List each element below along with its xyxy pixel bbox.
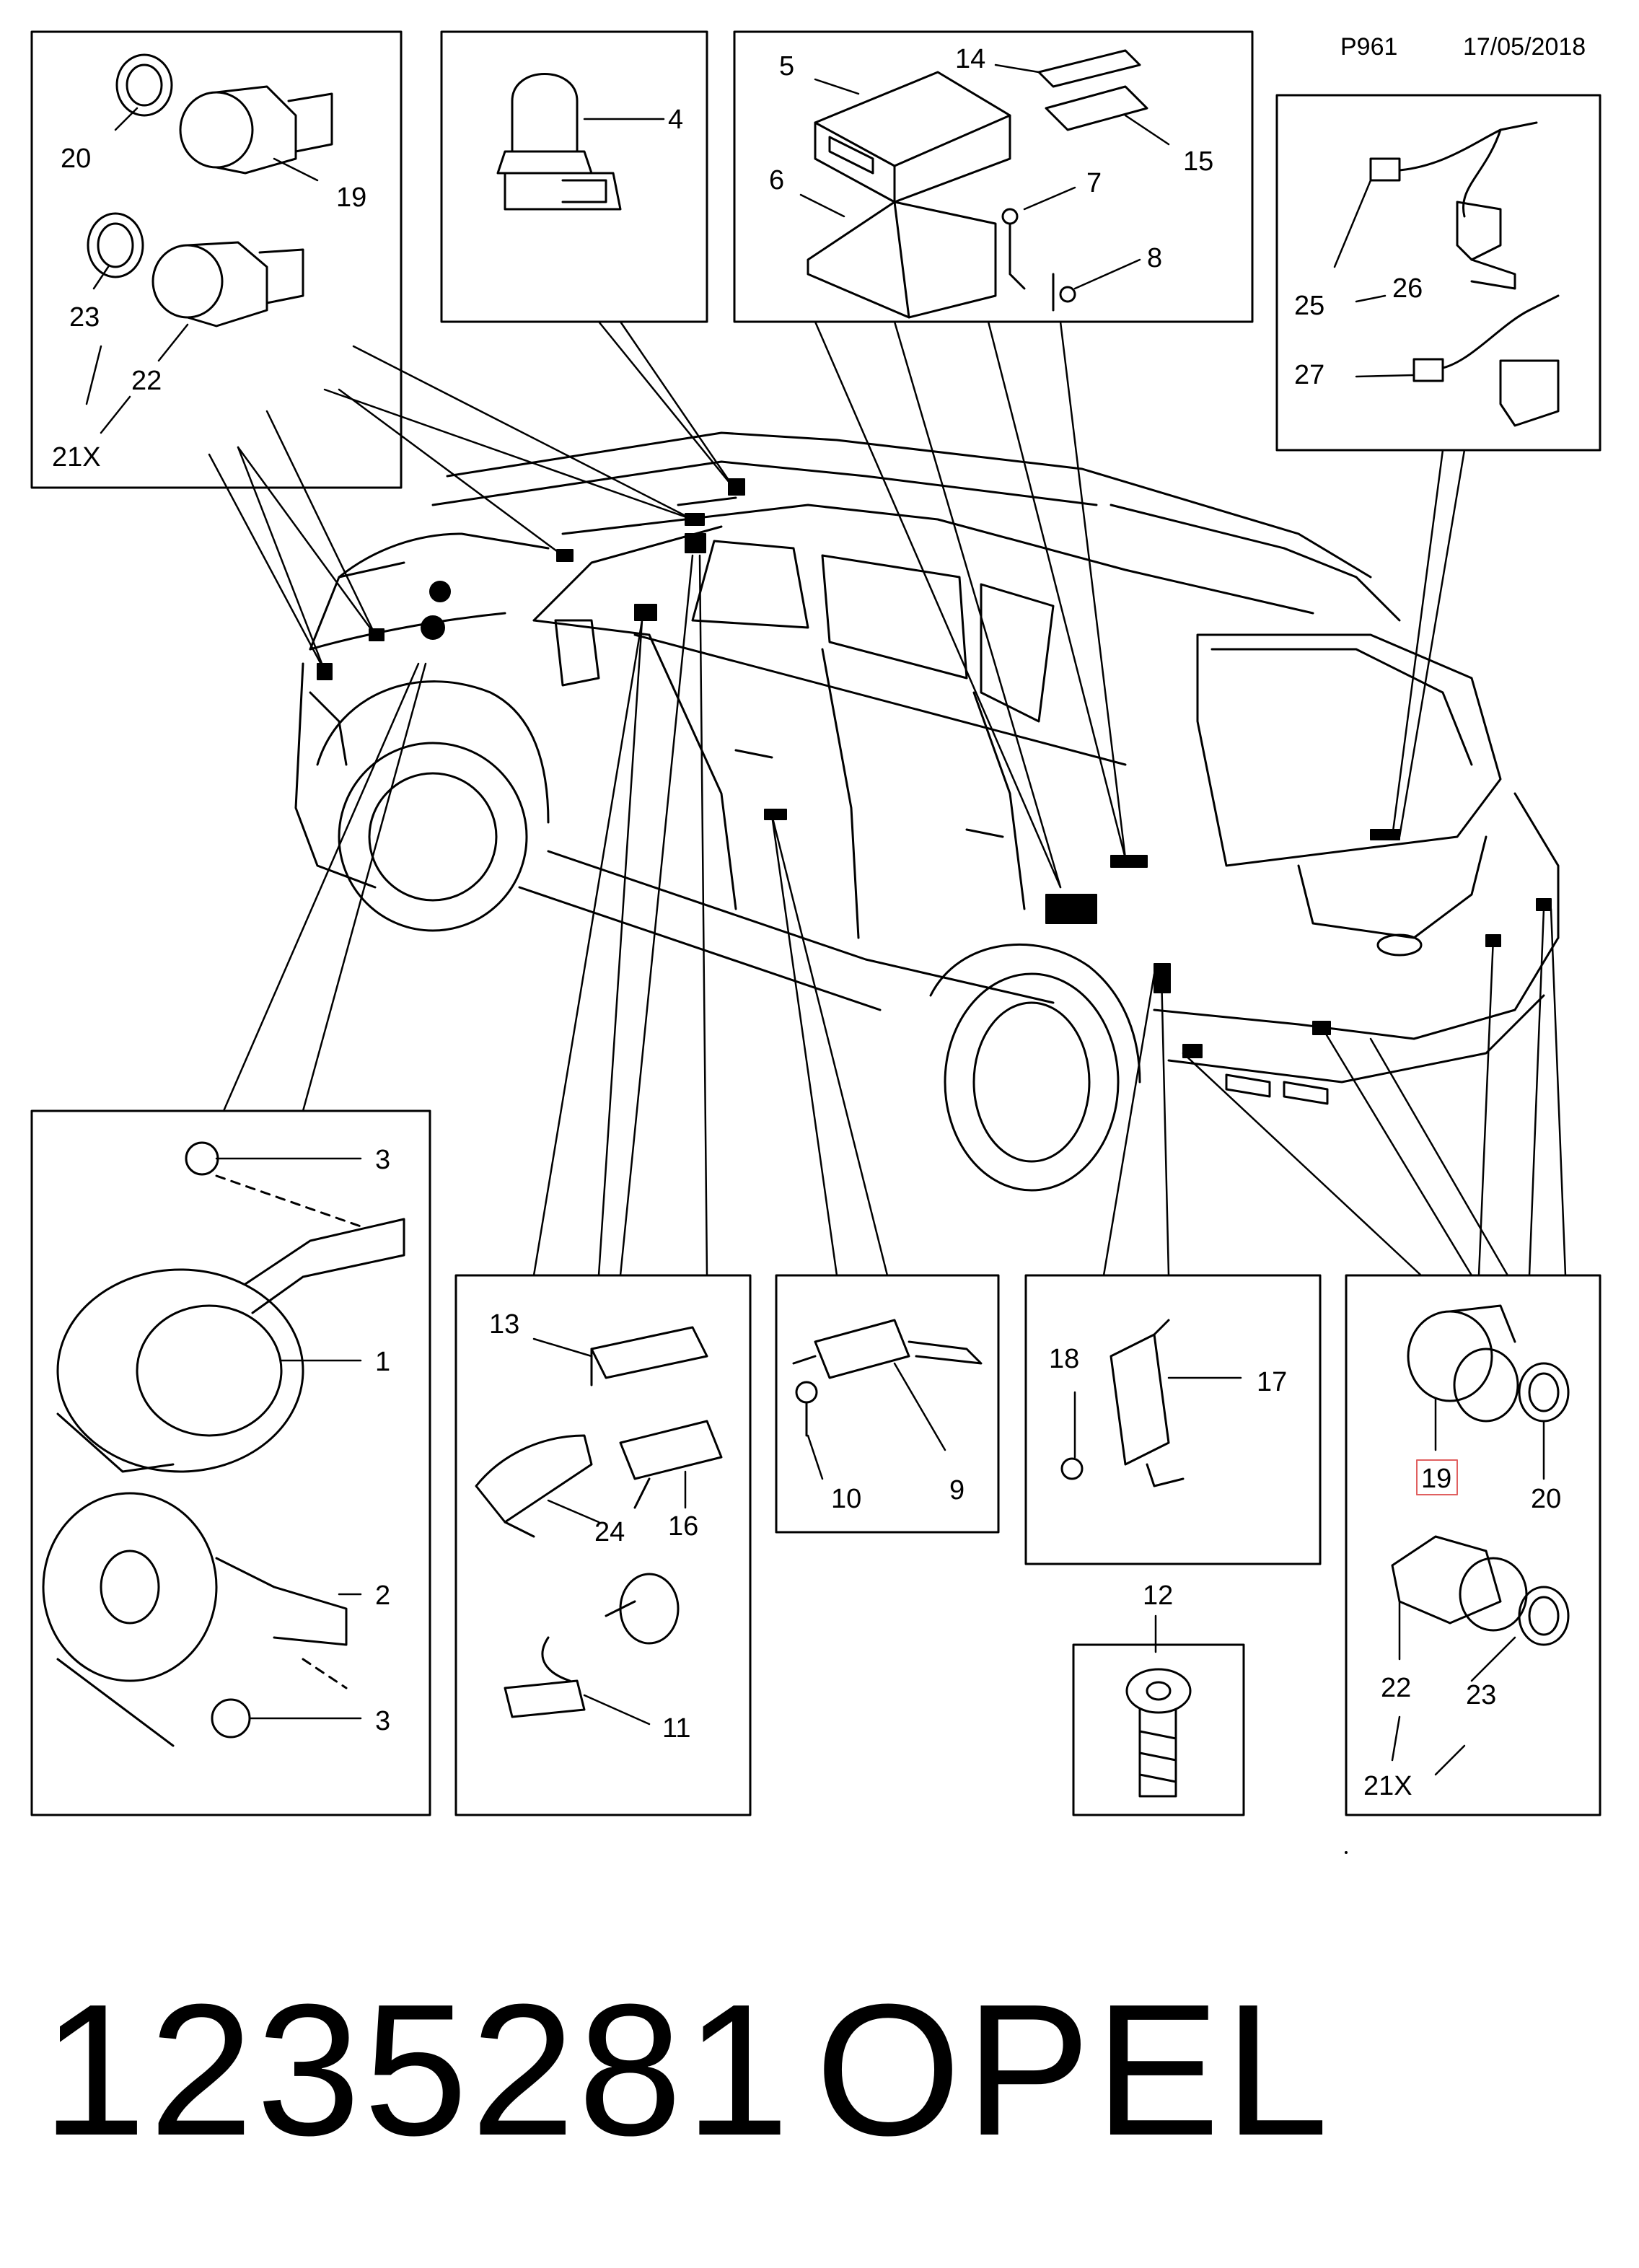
page-code: P961 xyxy=(1340,33,1397,61)
callout: 26 xyxy=(1392,273,1423,304)
callout: 5 xyxy=(779,51,794,82)
callout: 7 xyxy=(1086,168,1102,198)
panel-bottom-horn xyxy=(30,1109,431,1816)
callout: 14 xyxy=(955,44,985,74)
module-parts xyxy=(1060,1319,1185,1487)
panel-bottom-bolt xyxy=(1072,1643,1245,1816)
callout-labels: 20 19 23 22 21X 4 5 14 6 7 15 8 25 26 27… xyxy=(52,44,1561,1801)
callout: 8 xyxy=(1147,243,1162,273)
callout: 4 xyxy=(668,105,683,135)
callout: 27 xyxy=(1294,360,1324,390)
panel-bottom-module xyxy=(1024,1274,1322,1565)
panel-top-control xyxy=(733,30,1254,323)
callout: 18 xyxy=(1049,1344,1079,1374)
callout: 6 xyxy=(769,165,784,195)
callout: 20 xyxy=(1531,1484,1561,1514)
bolt-part xyxy=(1125,1668,1192,1798)
callout: 22 xyxy=(1381,1673,1411,1703)
leader-lines xyxy=(208,320,1567,1277)
callout: 25 xyxy=(1294,291,1324,321)
callout: 9 xyxy=(949,1475,964,1506)
panel-top-center xyxy=(440,30,708,323)
callout-highlighted: 19 xyxy=(1421,1464,1451,1494)
control-module-parts xyxy=(807,49,1148,319)
callout: 11 xyxy=(662,1713,690,1744)
callout: 12 xyxy=(1143,1581,1173,1611)
antenna-parts xyxy=(792,1319,983,1437)
callout: 19 xyxy=(336,183,366,213)
panel-bottom-mid-left xyxy=(454,1274,752,1816)
callout: 2 xyxy=(375,1581,390,1611)
callout: 21X xyxy=(52,442,101,472)
callout: 15 xyxy=(1183,146,1213,177)
callout: 21X xyxy=(1363,1771,1412,1801)
callout: 16 xyxy=(668,1511,698,1542)
bracket-handle-parts xyxy=(475,1326,723,1718)
panel-bottom-sensor xyxy=(1345,1274,1601,1816)
horn-parts xyxy=(42,1141,405,1747)
callout: 23 xyxy=(1466,1680,1496,1710)
callout: 20 xyxy=(61,144,91,174)
vehicle-components xyxy=(317,478,1552,1058)
sensor-parts-bottom-right xyxy=(1391,1304,1570,1646)
callout: 10 xyxy=(831,1484,861,1514)
callout: 22 xyxy=(131,366,162,396)
brand-name: OPEL xyxy=(815,1966,1333,2175)
callout-leaders xyxy=(85,63,1545,1776)
diagram-date: 17/05/2018 xyxy=(1463,33,1586,61)
callout: 13 xyxy=(489,1309,519,1340)
callout: 17 xyxy=(1257,1367,1287,1397)
part-number: 1235281 xyxy=(42,1966,793,2175)
highlight-box xyxy=(1416,1459,1458,1495)
panel-top-right xyxy=(1275,94,1601,452)
sensor-parts-top-left xyxy=(87,53,333,328)
camera-harness-parts xyxy=(1369,121,1560,427)
vehicle-outline xyxy=(294,431,1560,1192)
callout: 3 xyxy=(375,1706,390,1736)
panel-bottom-antenna xyxy=(775,1274,1000,1534)
bulb-part xyxy=(496,73,622,211)
callout: 23 xyxy=(69,302,100,333)
callout: 3 xyxy=(375,1145,390,1175)
callout: 1 xyxy=(375,1347,390,1377)
callout: 24 xyxy=(594,1517,625,1547)
panel-top-left xyxy=(30,30,403,489)
